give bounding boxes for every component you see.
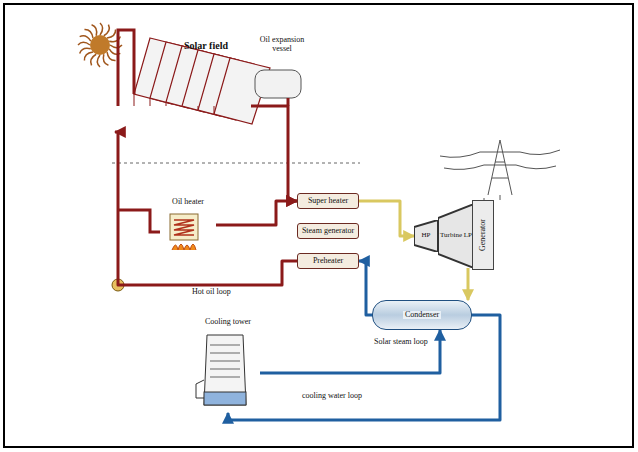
sun-ray (107, 52, 115, 60)
pipe-connector (467, 268, 470, 300)
tower-basin (204, 392, 246, 405)
sun-disc (90, 35, 110, 55)
pipe-connector (260, 330, 440, 373)
generator: Generator (472, 200, 494, 270)
heater-flames (172, 244, 196, 250)
node-label: Steam generator (302, 227, 354, 236)
loop-label: Hot oil loop (190, 288, 233, 297)
collector-rows (118, 30, 270, 124)
sun-ray (84, 52, 92, 60)
tower-inlet (196, 380, 204, 398)
collector-feed (134, 94, 135, 106)
cooling-tower-body (204, 335, 246, 405)
sun-ray (97, 55, 100, 67)
node-label: Generator (479, 219, 488, 251)
sun-ray (103, 54, 108, 65)
tower-louvers (210, 345, 240, 377)
pipe-connector (251, 106, 297, 201)
hp-turbine: HP (414, 220, 438, 252)
heater-coil (174, 220, 194, 235)
pipe-connector (359, 201, 414, 236)
sun-ray (104, 25, 109, 36)
collector-feed (198, 106, 199, 110)
sun-ray (91, 54, 96, 65)
sun-ray (92, 25, 97, 36)
node-label: Oil expansion vessel (250, 36, 314, 54)
solar-field: Solar field (115, 22, 251, 134)
collector-feed (166, 102, 167, 106)
pipe-connector (115, 132, 297, 285)
expansion-vessel (255, 70, 301, 98)
pipe-connector (228, 315, 500, 420)
node-label: Turbine LP (440, 232, 472, 240)
oil-heater-body (170, 214, 198, 240)
sun (78, 23, 122, 67)
louver (210, 353, 240, 354)
pipe-connector (359, 261, 372, 315)
sun-ray (84, 29, 92, 37)
node-label: Cooling tower (196, 318, 260, 327)
louver (210, 369, 240, 370)
node-label: HP (422, 232, 431, 240)
sun-ray (80, 36, 91, 41)
sun-ray (107, 29, 115, 37)
oil-branch-pipe (118, 210, 160, 232)
power-pylon (440, 140, 560, 205)
oil-heater: Oil heater (160, 198, 216, 252)
louver (210, 361, 240, 362)
sun-ray (78, 42, 90, 45)
heat-exchanger: Preheater (297, 253, 359, 269)
node-label: Oil heater (160, 198, 216, 207)
pipe-connector (216, 201, 297, 225)
sun-ray (110, 45, 122, 48)
node-label: Solar field (161, 40, 251, 51)
louver (210, 345, 240, 346)
heat-exchanger: Super heater (297, 193, 359, 209)
loop-label: cooling water loop (300, 392, 364, 401)
louver (210, 377, 240, 378)
lp-turbine: Turbine LP (438, 204, 474, 268)
frame (4, 4, 633, 447)
divider-line (112, 163, 360, 164)
expansion-vessel-label: Oil expansion vessel (250, 36, 314, 66)
node-label: Super heater (308, 197, 348, 206)
heat-exchanger: Steam generator (297, 223, 359, 239)
node-label: Preheater (313, 257, 343, 266)
sun-ray (80, 48, 91, 53)
node-label: Condenser (403, 311, 441, 320)
condenser: Condenser (372, 300, 472, 330)
field-header-pipe (118, 30, 134, 106)
loop-label: Solar steam loop (372, 338, 430, 347)
collector-feed (150, 98, 151, 106)
cooling-tower: Cooling tower (196, 318, 260, 413)
collector-feed (214, 106, 215, 114)
sun-ray (100, 23, 103, 35)
